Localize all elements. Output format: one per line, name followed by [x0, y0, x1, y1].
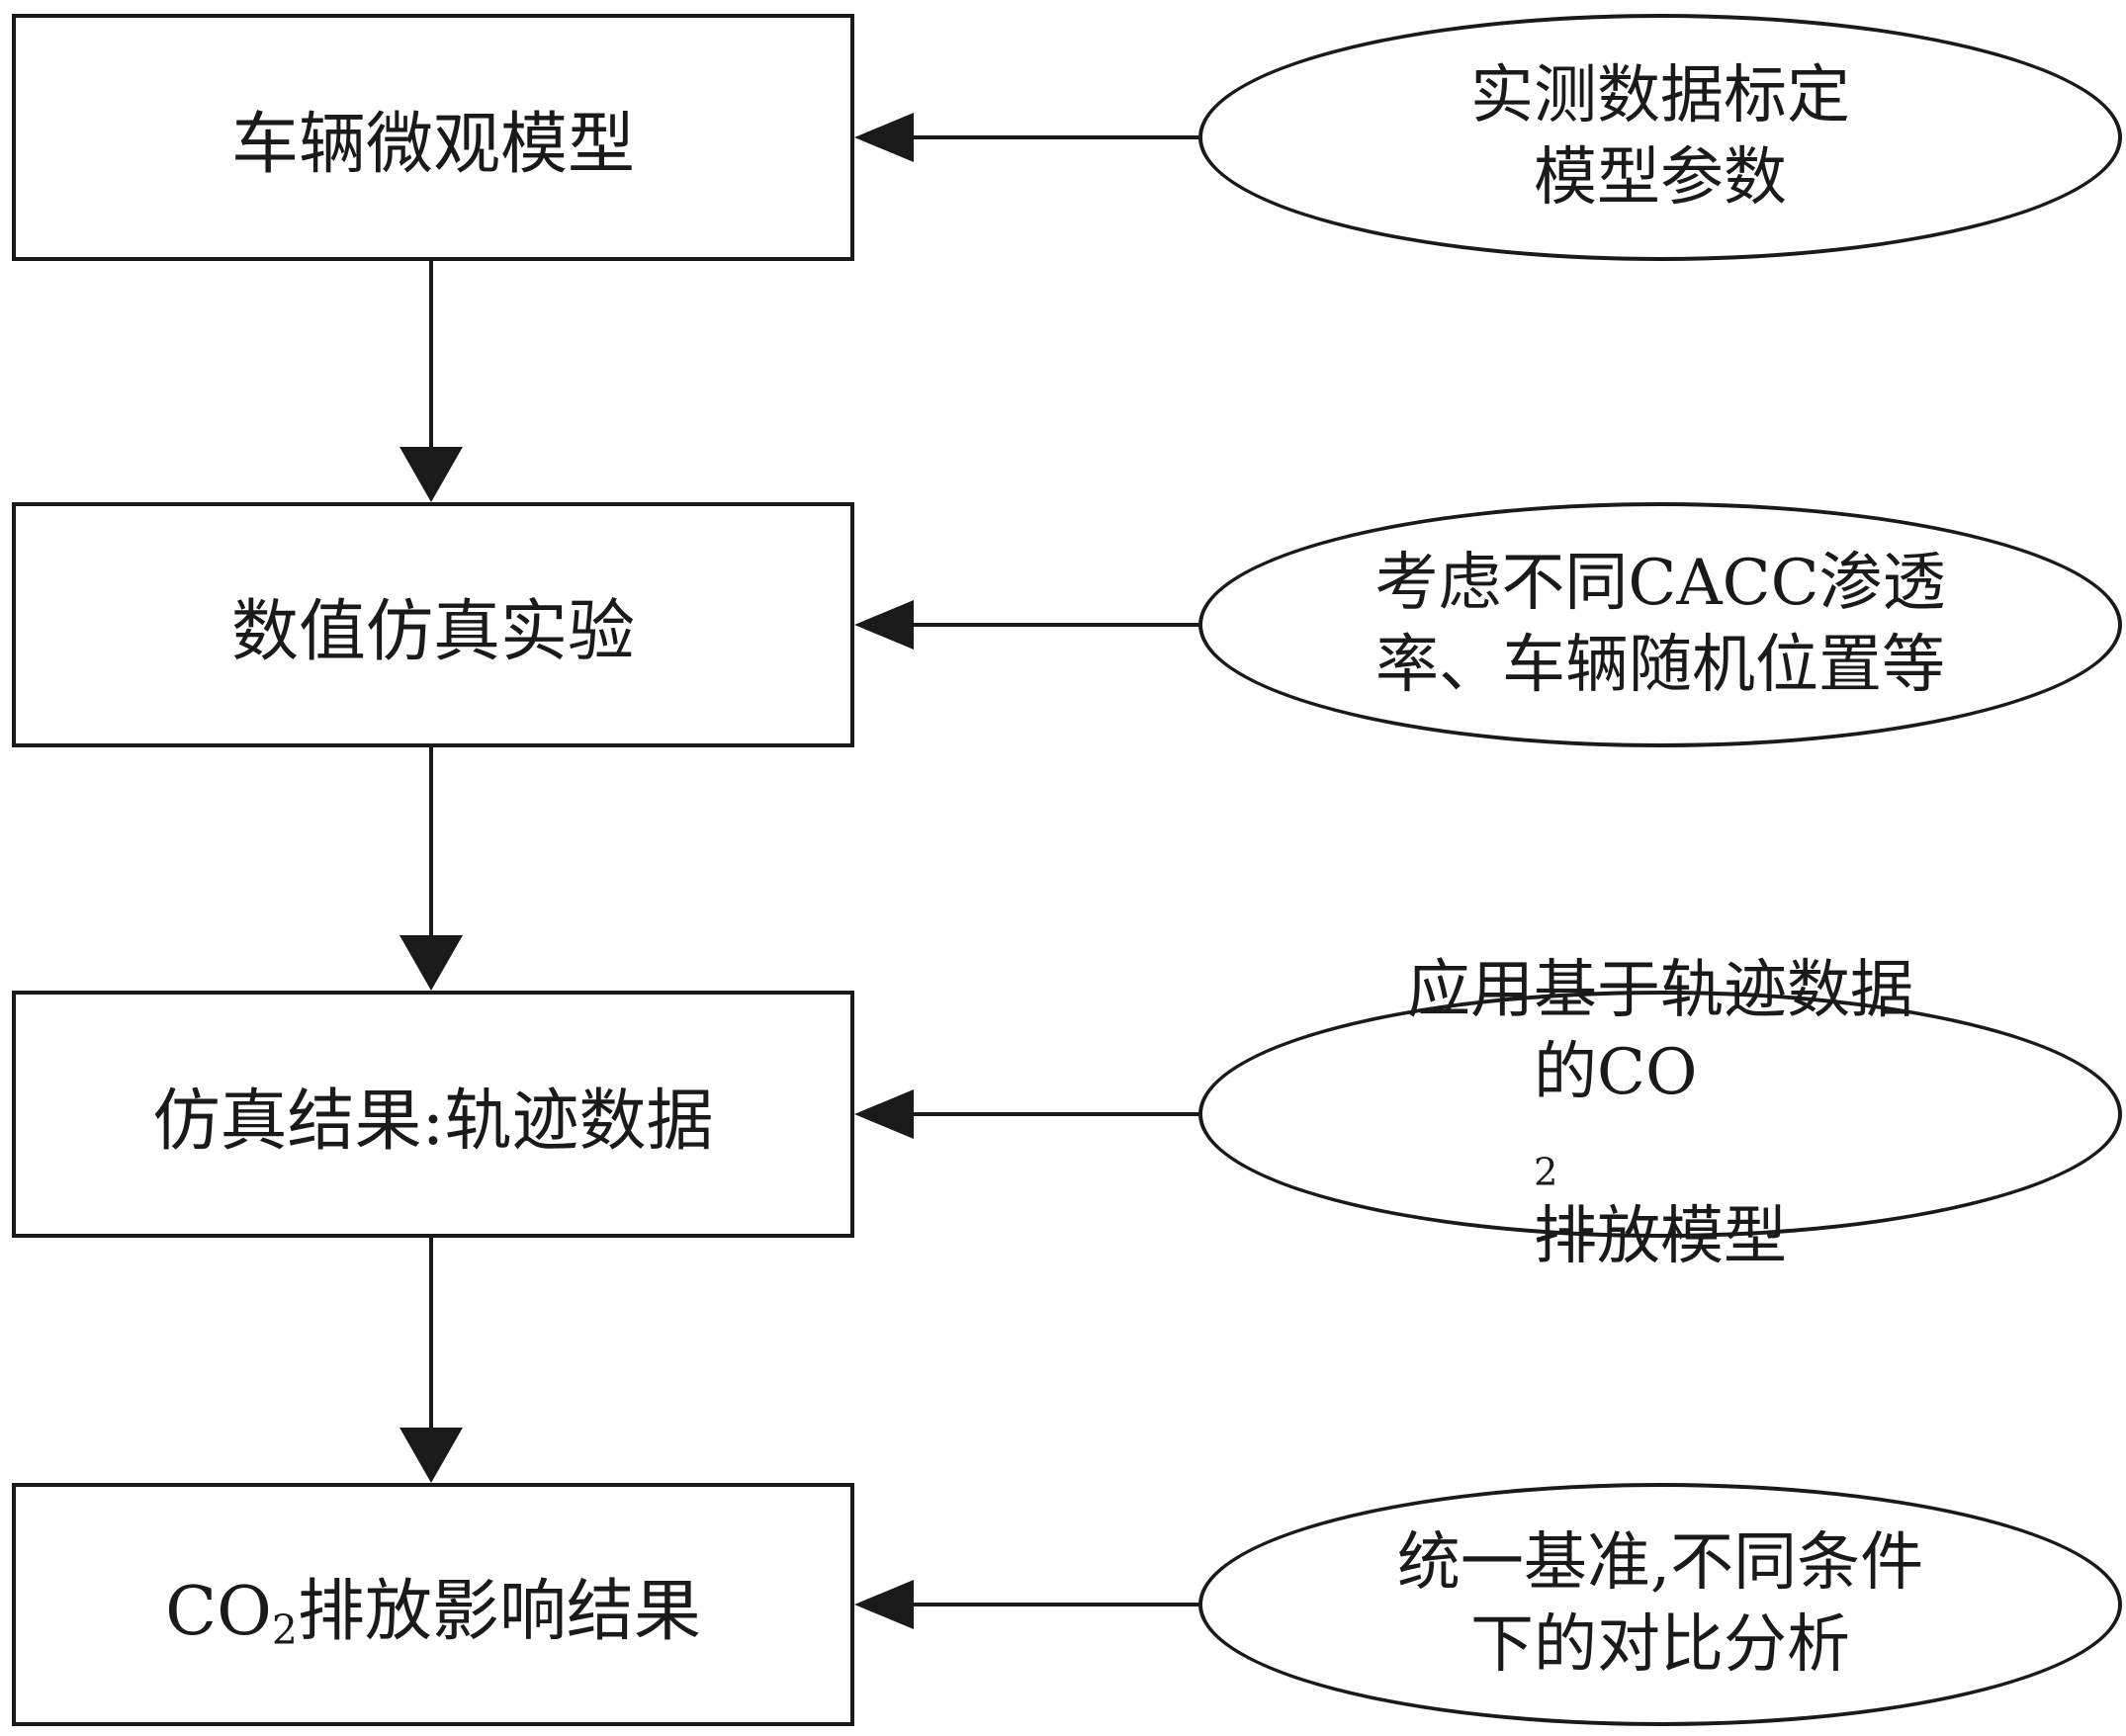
note-line-2: 率、车辆随机位置等	[1375, 629, 1945, 702]
step-vehicle-micro-model: 车辆微观模型	[12, 14, 854, 261]
step-label: 数值仿真实验	[230, 592, 635, 671]
note-line-2-sub: 2	[1534, 1150, 1558, 1195]
note-line-1: 实测数据标定	[1470, 58, 1850, 132]
step-label-sub: 2	[271, 1606, 298, 1654]
note-cacc-penetration: 考虑不同CACC渗透 率、车辆随机位置等	[1198, 502, 2122, 747]
note-line-1: 统一基准,不同条件	[1396, 1525, 1924, 1600]
note-line-2-pre: 的CO	[1534, 1035, 1698, 1109]
note-comparative-analysis: 统一基准,不同条件 下的对比分析	[1198, 1483, 2122, 1726]
step-co2-impact-result: CO2排放影响结果	[12, 1483, 854, 1726]
arrowhead-left-icon	[854, 113, 914, 162]
note-line-2: 下的对比分析	[1470, 1608, 1850, 1682]
note-calibration: 实测数据标定 模型参数	[1198, 14, 2122, 261]
step-label-post: 排放影响结果	[297, 1572, 701, 1651]
note-line-2-post: 排放模型	[1534, 1200, 1787, 1274]
note-emission-model: 应用基于轨迹数据 的CO 2 排放模型	[1198, 954, 2122, 1273]
note-line-1: 应用基于轨迹数据	[1407, 953, 1913, 1027]
step-label: CO2排放影响结果	[165, 1556, 701, 1654]
arrowhead-down-icon	[399, 1428, 463, 1483]
step-numerical-simulation: 数值仿真实验	[12, 502, 854, 747]
step-simulation-result-trajectory: 仿真结果:轨迹数据	[12, 991, 854, 1238]
note-line-1: 考虑不同CACC渗透	[1374, 546, 1946, 620]
step-label-pre: CO	[165, 1572, 272, 1651]
arrowhead-down-icon	[399, 447, 463, 502]
note-line-2: 的CO 2 排放模型	[1534, 1032, 1787, 1279]
note-line-2: 模型参数	[1534, 141, 1787, 215]
arrowhead-left-icon	[854, 1580, 914, 1629]
step-label: 仿真结果:轨迹数据	[152, 1082, 714, 1161]
arrowhead-left-icon	[854, 600, 914, 650]
arrowhead-down-icon	[399, 935, 463, 991]
step-label: 车辆微观模型	[230, 105, 635, 184]
arrowhead-left-icon	[854, 1089, 914, 1139]
